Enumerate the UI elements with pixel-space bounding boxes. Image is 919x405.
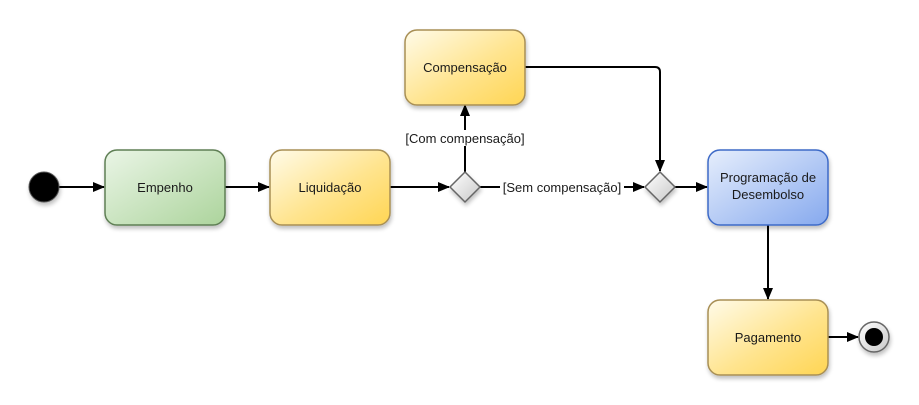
action-programacao-label-line2: Desembolso (732, 187, 804, 202)
edge-compensacao-merge (525, 66, 665, 172)
guard-com-compensacao: [Com compensação] (405, 131, 524, 146)
final-node (858, 321, 890, 353)
merge-node[interactable] (643, 170, 677, 204)
action-pagamento[interactable] (707, 299, 829, 376)
guard-sem-compensacao: [Sem compensação] (503, 180, 622, 195)
action-empenho[interactable] (104, 149, 226, 226)
action-pagamento-label: Pagamento (735, 330, 802, 345)
edges (59, 66, 859, 342)
decision-node[interactable] (448, 170, 482, 204)
action-compensacao[interactable] (404, 29, 526, 106)
action-programacao-label-line1: Programação de (720, 170, 816, 185)
action-liquidacao[interactable] (269, 149, 391, 226)
action-liquidacao-label: Liquidação (299, 180, 362, 195)
action-programacao[interactable] (707, 149, 829, 226)
initial-node (28, 171, 60, 203)
action-compensacao-label: Compensação (423, 60, 507, 75)
action-empenho-label: Empenho (137, 180, 193, 195)
